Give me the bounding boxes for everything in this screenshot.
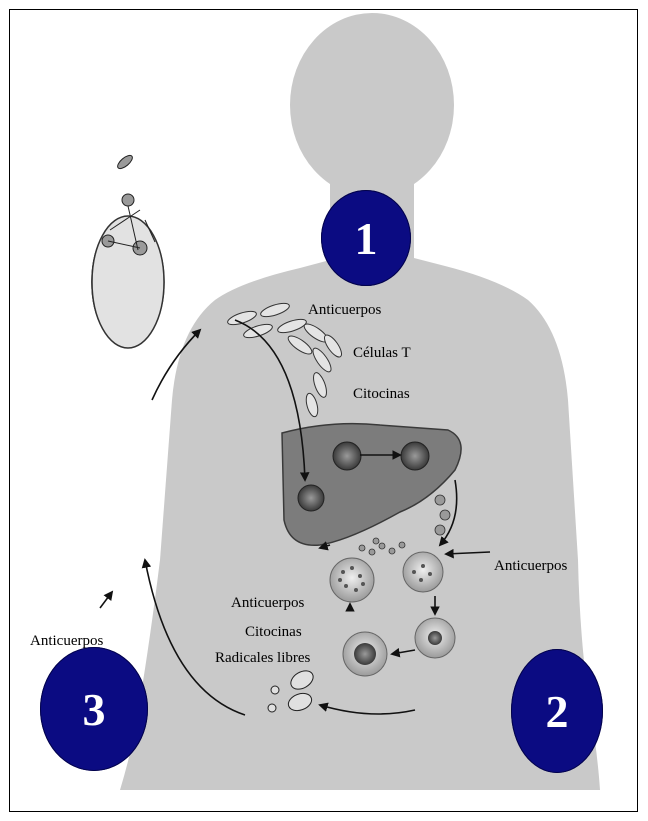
step-badge-2: 2 xyxy=(511,649,603,773)
step-badge-3: 3 xyxy=(40,647,148,771)
label-celulas-t: Células T xyxy=(353,346,411,361)
label-anticuerpos-left: Anticuerpos xyxy=(30,634,103,649)
label-radicales-libres: Radicales libres xyxy=(215,651,310,666)
lymph-node-outline xyxy=(92,216,164,348)
label-anticuerpos-right: Anticuerpos xyxy=(494,559,567,574)
label-citocinas-mid: Citocinas xyxy=(245,625,302,640)
label-citocinas-top: Citocinas xyxy=(353,387,410,402)
label-anticuerpos-mid: Anticuerpos xyxy=(231,596,304,611)
step-badge-1: 1 xyxy=(321,190,411,286)
label-anticuerpos-top: Anticuerpos xyxy=(308,303,381,318)
